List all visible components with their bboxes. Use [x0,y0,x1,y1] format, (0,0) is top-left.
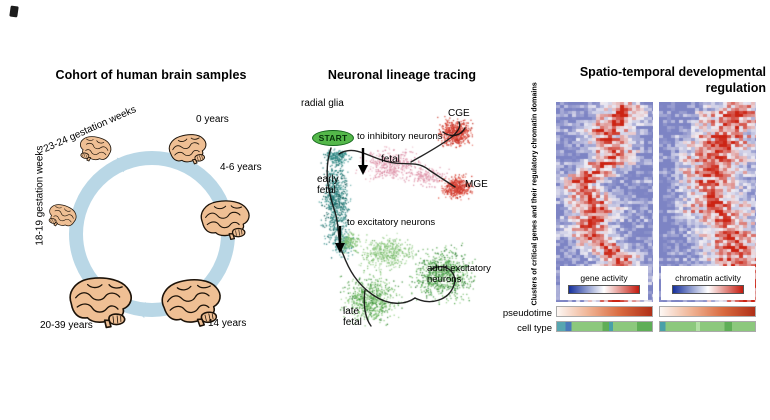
lineage-title: Neuronal lineage tracing [327,68,477,82]
label-to-excitatory: to excitatory neurons [347,217,436,228]
label-radial-glia: radial glia [301,98,344,109]
trajectory-cge-squiggle-path [442,127,466,137]
label-to-inhibitory: to inhibitory neurons [357,131,443,142]
label-fetal: fetal [381,154,400,165]
regulation-title-line2: regulation [705,81,766,96]
lineage-trajectory-overlay [326,121,466,327]
label-age-4-6-years: 4-6 years [220,162,262,173]
panel-cohort: Cohort of human brain samples [18,60,284,362]
label-early-fetal: early fetal [317,174,339,197]
pseudotime-bar-left [556,306,653,317]
pseudotime-bar-right [659,306,756,317]
gene-activity-colorbar [568,284,640,294]
label-late-fetal: late fetal [343,306,362,329]
panel-lineage: Neuronal lineage tracing radia [293,60,511,372]
trajectory-adult-loop-path [414,266,456,303]
label-mge: MGE [465,179,488,190]
cycle-arrowhead-bottom-icon [132,302,146,318]
brain-cycle-illustration [45,131,250,330]
cell-type-bar-left [556,321,653,332]
inhibitory-arrow-icon [358,148,368,175]
heatmap-y-axis-label: Clusters of critical genes and their reg… [529,82,539,306]
regulation-title-line1: Spatio-temporal developmental [579,65,766,79]
label-age-0-years: 0 years [196,114,229,125]
panel-regulation: Spatio-temporal developmental regulation… [503,60,766,362]
trajectory-main-path [326,147,416,304]
label-age-14-years: 14 years [208,318,247,329]
legend-chromatin-activity: chromatin activity [661,266,755,300]
cycle-arrowhead-top-icon [116,157,132,173]
cell-type-bar-right [659,321,756,332]
brain-4-6-years [200,200,250,241]
label-gestation-18-19: 18-19 gestation weeks [34,145,46,246]
legend-gene-activity-label: gene activity [580,272,628,283]
cohort-title: Cohort of human brain samples [55,68,247,82]
label-cge: CGE [448,108,470,119]
chromatin-activity-colorbar [672,284,744,294]
regulation-title: Spatio-temporal developmental regulation [520,64,766,97]
legend-chromatin-activity-label: chromatin activity [675,272,741,283]
label-adult-excitatory: adult excitatory neurons [427,263,491,285]
pseudotime-label: pseudotime [502,308,552,319]
excitatory-arrow-icon [335,226,345,253]
trajectory-late-fetal-path [363,289,372,327]
umap-plot: radial glia START to inhibitory neurons … [293,92,511,370]
cell-type-label: cell type [517,323,552,334]
label-age-20-39-years: 20-39 years [40,320,93,331]
start-badge: START [312,130,354,146]
legend-gene-activity: gene activity [560,266,648,300]
corner-artifact [9,5,19,18]
